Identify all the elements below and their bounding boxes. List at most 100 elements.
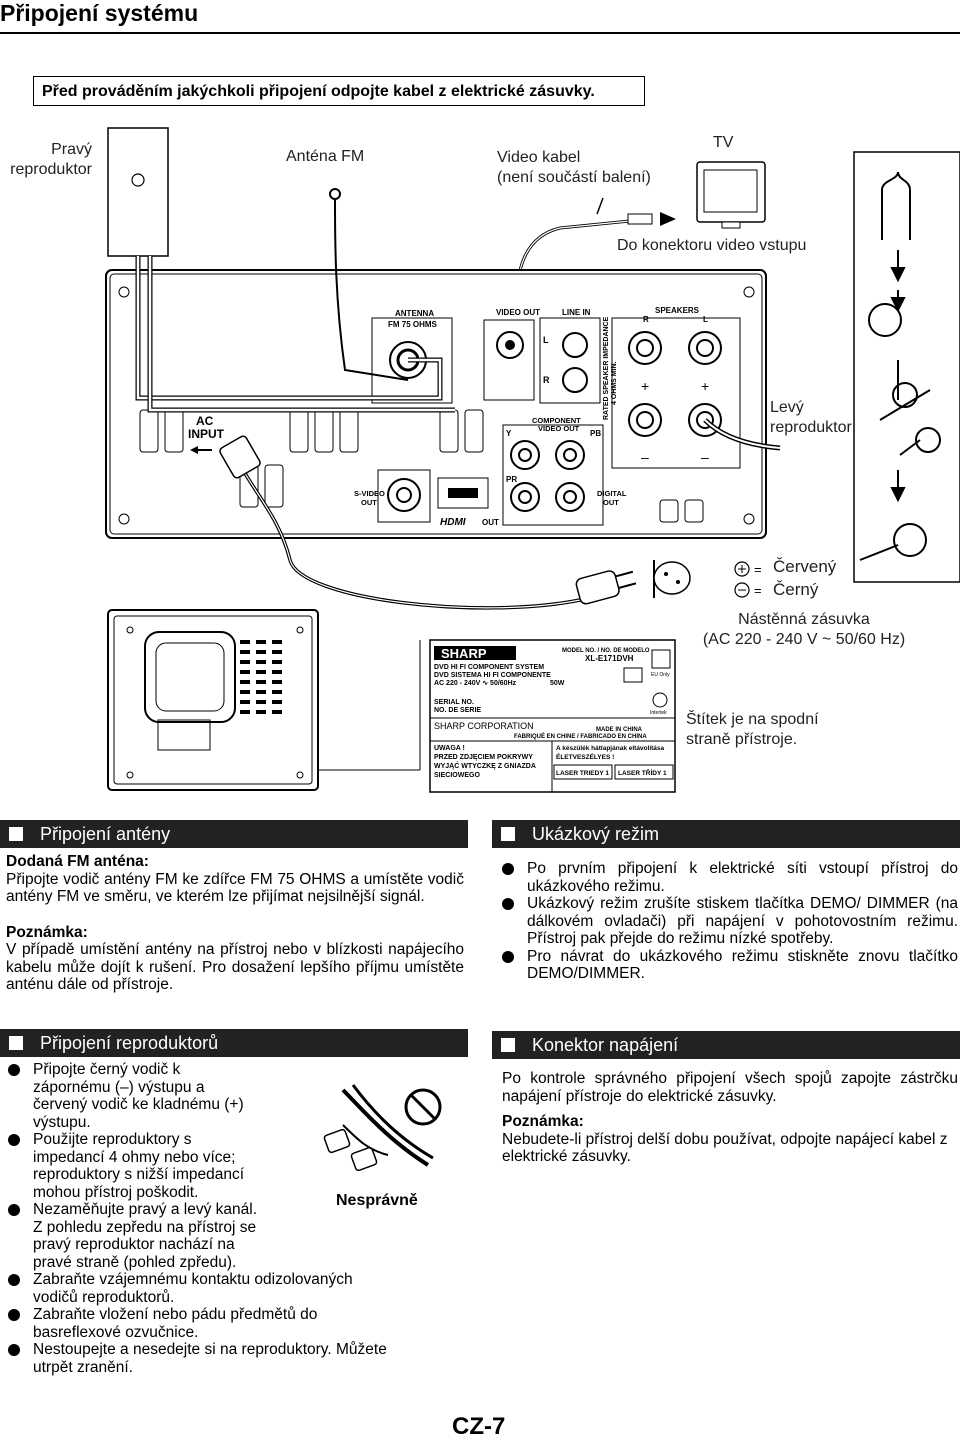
rating-uwaga-1: PRZED ZDJĘCIEM POKRYWY xyxy=(434,754,533,761)
rating-line1: DVD HI FI COMPONENT SYSTEM xyxy=(434,664,544,671)
wall-outlet-icon xyxy=(653,560,691,598)
fm-antenna-label: Anténa FM xyxy=(286,148,365,165)
rating-corp: SHARP CORPORATION xyxy=(434,721,534,731)
left-speaker-label: Levý reproduktor xyxy=(770,398,852,438)
right-speaker-label-line2: reproduktor xyxy=(10,161,92,178)
panel-ac-label: AC xyxy=(196,414,214,428)
antenna-text: Připojte vodič antény FM ke zdířce FM 75… xyxy=(6,870,464,906)
warning-box: Před prováděním jakýchkoli připojení odp… xyxy=(33,76,645,106)
rating-model-no: MODEL NO. / NO. DE MODELO xyxy=(562,648,650,654)
speaker-item-line: Připojte černý vodič k xyxy=(33,1061,181,1078)
tv-icon xyxy=(696,161,766,229)
speaker-section-body: Připojte černý vodič k zápornému (–) výs… xyxy=(8,1061,468,1376)
demo-section-header: Ukázkový režim xyxy=(492,820,960,848)
rating-hu-1: ÉLETVESZÉLYES ! xyxy=(556,752,614,761)
power-section-header: Konektor napájení xyxy=(492,1031,960,1059)
demo-item: Ukázkový režim zrušíte stiskem tlačítka … xyxy=(502,895,958,948)
panel-digital-label: DIGITAL xyxy=(597,489,627,498)
section-square-icon xyxy=(501,827,515,841)
power-note: Nebudete-li přístroj delší dobu používat… xyxy=(502,1130,948,1166)
panel-pr-label: PR xyxy=(506,475,517,484)
panel-speakers-label: SPEAKERS xyxy=(655,306,700,315)
panel-l-label: L xyxy=(543,335,549,345)
speaker-item-line: vodičů reproduktorů. xyxy=(33,1288,175,1306)
panel-line-in-label: LINE IN xyxy=(562,308,591,317)
panel-input-label: INPUT xyxy=(188,427,225,441)
label-location-note: Štítek je na spodní straně přístroje. xyxy=(686,710,819,750)
speaker-item-line: basreflexové ozvučnice. xyxy=(33,1323,199,1341)
page-number: CZ-7 xyxy=(452,1413,506,1440)
speaker-item-line: zápornému (–) výstupu a xyxy=(33,1078,205,1096)
panel-fm75-label: FM 75 OHMS xyxy=(388,320,438,329)
demo-list: Po prvním připojení k elektrické síti vs… xyxy=(502,860,958,983)
speaker-wire-steps xyxy=(853,151,960,583)
panel-y-label: Y xyxy=(506,429,512,438)
wrong-label: Nesprávně xyxy=(336,1192,418,1209)
label-location-note-line1: Štítek je na spodní xyxy=(686,711,819,728)
speaker-item-line: Z pohledu zepředu na přístroj se xyxy=(33,1218,257,1236)
speaker-item: Zabraňte vložení nebo pádu předmětů do b… xyxy=(8,1306,468,1341)
section-square-icon xyxy=(9,827,23,841)
antenna-section-body: Dodaná FM anténa: Připojte vodič antény … xyxy=(6,853,464,994)
rating-fabrique: FABRIQUÉ EN CHINE / FABRICADO EN CHINA xyxy=(514,732,647,740)
section-square-icon xyxy=(501,1038,515,1052)
speaker-item-line: Použijte reproduktory s xyxy=(33,1131,192,1148)
wrong-wiring-illustration xyxy=(323,1084,442,1172)
antenna-section-header: Připojení antény xyxy=(0,820,468,848)
panel-plus-l: + xyxy=(701,378,709,394)
power-note-label: Poznámka: xyxy=(502,1113,584,1130)
speaker-item-line: pravé straně (pohled zpředu). xyxy=(33,1253,237,1271)
speaker-item: Použijte reproduktory s impedancí 4 ohmy… xyxy=(8,1131,468,1201)
antenna-section-title: Připojení antény xyxy=(40,824,171,844)
page-title: Připojení systému xyxy=(0,0,199,26)
speaker-item-line: mohou přístroj poškodit. xyxy=(33,1183,199,1201)
video-cable-label: Video kabel (není součástí balení) xyxy=(497,148,651,188)
rating-laser-cz: LASER TŘÍDY 1 xyxy=(618,768,667,777)
label-location-note-line2: straně přístroje. xyxy=(686,731,798,748)
panel-plus-r: + xyxy=(641,378,649,394)
speaker-item-line: Zabraňte vzájemnému kontaktu odizolovaný… xyxy=(33,1271,353,1288)
right-speaker-label: Pravý reproduktor xyxy=(0,140,92,180)
speaker-item-line: utrpět zranění. xyxy=(33,1358,133,1376)
rating-made: MADE IN CHINA xyxy=(596,727,643,733)
panel-r-label: R xyxy=(543,375,550,385)
rating-uwaga-3: SIECIOWEGO xyxy=(434,772,480,779)
rating-label: SHARP MODEL NO. / NO. DE MODELO XL-E171D… xyxy=(429,639,676,793)
demo-section-body: Po prvním připojení k elektrické síti vs… xyxy=(502,860,958,983)
panel-speaker-l-label: L xyxy=(703,315,708,324)
power-plug-icon xyxy=(575,570,637,605)
speaker-item-line: výstupu. xyxy=(33,1113,91,1131)
power-section-title: Konektor napájení xyxy=(532,1035,679,1055)
panel-component-video-out: VIDEO OUT xyxy=(538,424,580,433)
speaker-section-title: Připojení reproduktorů xyxy=(40,1033,219,1053)
speaker-item: Připojte černý vodič k zápornému (–) výs… xyxy=(8,1061,468,1131)
speaker-item-line: pravý reproduktor nachází na xyxy=(33,1236,235,1253)
rating-brand: SHARP xyxy=(441,646,487,661)
panel-impedance-label: RATED SPEAKER IMPEDANCE xyxy=(603,316,610,420)
antenna-subheading: Dodaná FM anténa: xyxy=(6,853,149,870)
rating-serial: SERIAL NO. xyxy=(434,699,474,706)
panel-impedance-min: 4 OHMS MIN. xyxy=(611,361,618,405)
title-rule xyxy=(0,32,960,34)
power-section-body: Po kontrole správného připojení všech sp… xyxy=(502,1070,958,1166)
panel-pb-label: PB xyxy=(590,429,601,438)
rating-hu: A készülék hátlapjának eltávolítása xyxy=(556,745,665,752)
outlet-label-line2: (AC 220 - 240 V ~ 50/60 Hz) xyxy=(702,631,906,648)
panel-video-out-label: VIDEO OUT xyxy=(496,308,540,317)
demo-item: Po prvním připojení k elektrické síti vs… xyxy=(502,860,958,895)
legend-red-label: Červený xyxy=(773,557,837,576)
section-square-icon xyxy=(9,1036,23,1050)
unit-bottom-view xyxy=(107,609,421,791)
legend-black-label: Černý xyxy=(773,580,819,599)
right-speaker-box xyxy=(107,127,169,257)
video-input-label: Do konektoru video vstupu xyxy=(617,237,807,254)
speaker-item-line: reproduktory s nižší impedancí xyxy=(33,1166,245,1183)
speaker-item: Nezaměňujte pravý a levý kanál. Z pohled… xyxy=(8,1201,468,1271)
svg-text:=: = xyxy=(754,583,762,598)
panel-speaker-r-label: R xyxy=(643,315,649,324)
tv-label: TV xyxy=(713,134,734,151)
left-speaker-label-line2: reproduktor xyxy=(770,419,852,436)
panel-minus-r: – xyxy=(641,449,649,465)
outlet-label-line1: Nástěnná zásuvka xyxy=(738,611,870,628)
panel-component-label: COMPONENT xyxy=(532,416,581,425)
